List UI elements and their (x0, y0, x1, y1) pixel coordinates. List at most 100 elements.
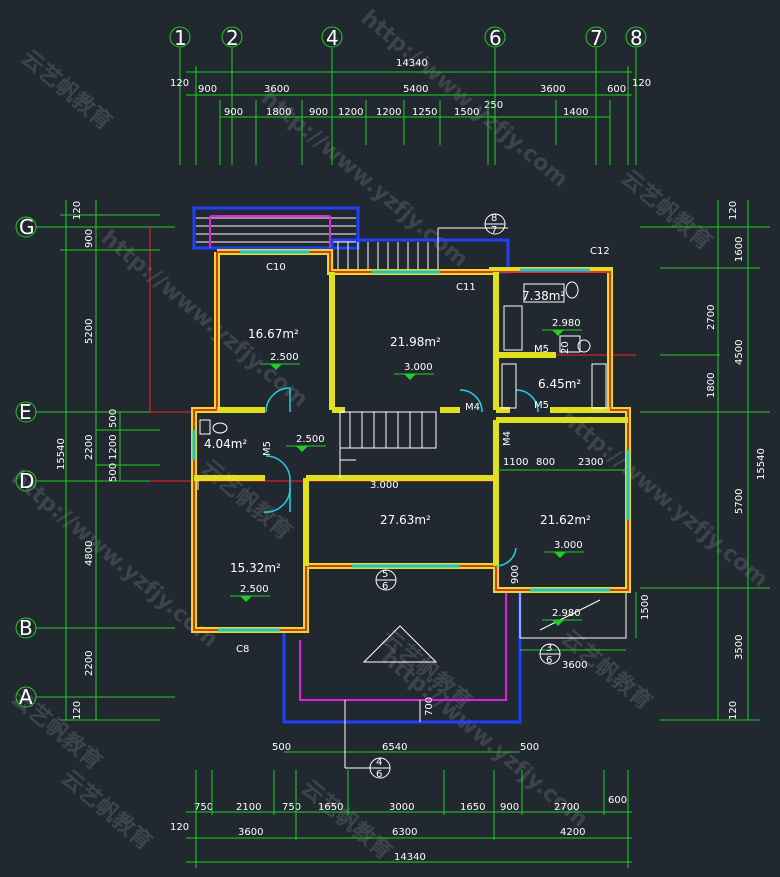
svg-text:8: 8 (491, 213, 497, 224)
dim-top-total: 14340 (396, 58, 428, 69)
svg-text:1200: 1200 (338, 107, 363, 118)
svg-text:900: 900 (84, 229, 95, 248)
svg-text:750: 750 (282, 802, 301, 813)
svg-text:120: 120 (72, 201, 83, 220)
grid-bubble-D: D (15, 469, 37, 493)
dim-right-total: 15540 (756, 448, 767, 480)
svg-text:120: 120 (728, 701, 739, 720)
room-bedroom-left: 15.32m² 2.500 (230, 561, 281, 602)
svg-text:1200: 1200 (376, 107, 401, 118)
watermark-layer: 云艺帆教育 云艺帆教育 云艺帆教育 云艺帆教育 云艺帆教育 云艺帆教育 云艺帆教… (6, 5, 772, 865)
svg-text:120: 120 (728, 201, 739, 220)
entry-roof-outline: 700 (282, 590, 522, 769)
svg-text:7: 7 (590, 26, 603, 50)
svg-text:D: D (19, 469, 34, 493)
svg-text:2300: 2300 (578, 457, 603, 468)
svg-text:6540: 6540 (382, 742, 407, 753)
room-area: 7.38m² (522, 289, 565, 303)
grid-bubble-A: A (15, 685, 37, 709)
svg-text:1800: 1800 (706, 373, 717, 398)
watermark-text: 云艺帆教育 (196, 455, 297, 546)
svg-text:700: 700 (424, 697, 435, 716)
svg-text:2200: 2200 (84, 435, 95, 460)
room-area: 15.32m² (230, 561, 281, 575)
svg-text:6300: 6300 (392, 827, 417, 838)
room-elevation: 2.500 (240, 584, 269, 595)
svg-text:2: 2 (226, 26, 239, 50)
svg-text:2700: 2700 (554, 802, 579, 813)
svg-text:1250: 1250 (412, 107, 437, 118)
section-marker-top: 8 7 (484, 213, 506, 236)
svg-text:4800: 4800 (84, 541, 95, 566)
room-living-left: 16.67m² 2.500 (248, 327, 300, 370)
svg-text:4: 4 (326, 26, 339, 50)
svg-text:4: 4 (376, 757, 382, 768)
bathroom-fixtures (197, 281, 607, 490)
svg-text:A: A (19, 685, 33, 709)
right-dimensions: 15540 120 1600 2700 1800 5700 3500 120 4… (660, 200, 767, 721)
interior-walls (194, 272, 628, 566)
svg-text:6: 6 (489, 26, 502, 50)
svg-text:900: 900 (309, 107, 328, 118)
watermark-url: http://www.yzfjy.com (6, 465, 222, 652)
svg-text:6: 6 (546, 655, 552, 666)
watermark-text: 云艺帆教育 (16, 45, 117, 136)
room-closet: 6.45m² (538, 377, 581, 391)
room-bathroom-left: 4.04m² 2.500 (204, 434, 326, 452)
grid-column-bubbles: 1 2 4 6 7 8 (169, 26, 647, 50)
svg-text:900: 900 (198, 84, 217, 95)
svg-text:500: 500 (108, 463, 119, 482)
svg-text:2100: 2100 (236, 802, 261, 813)
grid-bubble-2: 2 (221, 26, 243, 50)
svg-text:G: G (19, 215, 35, 239)
svg-text:1800: 1800 (266, 107, 291, 118)
window-label-c12: C12 (590, 246, 610, 257)
svg-text:7: 7 (491, 225, 497, 236)
grid-bubble-E: E (15, 400, 37, 424)
svg-text:4500: 4500 (734, 340, 745, 365)
grid-bubble-1: 1 (169, 26, 191, 50)
svg-text:5700: 5700 (734, 489, 745, 514)
grid-bubble-4: 4 (321, 26, 343, 50)
windows (192, 250, 630, 632)
watermark-text: 云艺帆教育 (616, 165, 717, 256)
svg-text:6: 6 (382, 581, 388, 592)
svg-text:E: E (19, 400, 32, 424)
stairs (339, 411, 437, 478)
svg-text:1500: 1500 (454, 107, 479, 118)
room-area: 21.98m² (390, 335, 441, 349)
grid-bubble-6: 6 (484, 26, 506, 50)
room-elevation: 2.500 (270, 352, 299, 363)
svg-text:8: 8 (630, 26, 643, 50)
grid-bubble-G: G (15, 215, 37, 239)
svg-text:900: 900 (500, 802, 519, 813)
bottom-dimensions: 750 2100 750 1650 3000 1650 900 2700 600… (170, 742, 632, 868)
door-label-m4: M4 (465, 402, 480, 413)
door-label-m4: M4 (502, 431, 513, 446)
svg-text:1600: 1600 (734, 237, 745, 262)
section-marker-balcony: 3 6 (539, 643, 561, 666)
component-labels: C10 C11 C12 C8 M4 M4 M5 M5 M5 20 1100 80… (236, 246, 626, 655)
svg-text:3600: 3600 (540, 84, 565, 95)
room-elevation: 2.980 (552, 318, 581, 329)
left-dimensions: 15540 120 900 5200 2200 4800 2200 120 50… (56, 200, 160, 721)
room-bathroom-top: 7.38m² 2.980 (522, 289, 582, 336)
window-label-c11: C11 (456, 282, 476, 293)
svg-text:6: 6 (376, 769, 382, 780)
grid-bubble-8: 8 (625, 26, 647, 50)
svg-text:1200: 1200 (108, 435, 119, 460)
svg-text:1400: 1400 (563, 107, 588, 118)
room-elevation: 3.000 (554, 540, 583, 551)
dim-left-total: 15540 (56, 438, 67, 470)
section-marker-bottom: 4 6 (369, 757, 391, 780)
door-label-m5: M5 (534, 344, 549, 355)
svg-text:1100: 1100 (503, 457, 528, 468)
svg-text:1: 1 (174, 26, 187, 50)
svg-text:500: 500 (108, 409, 119, 428)
balcony-lower-right: 1500 3600 (519, 591, 651, 671)
door-label-m5: M5 (534, 400, 549, 411)
svg-text:5200: 5200 (84, 319, 95, 344)
svg-text:2200: 2200 (84, 651, 95, 676)
svg-text:B: B (19, 616, 33, 640)
